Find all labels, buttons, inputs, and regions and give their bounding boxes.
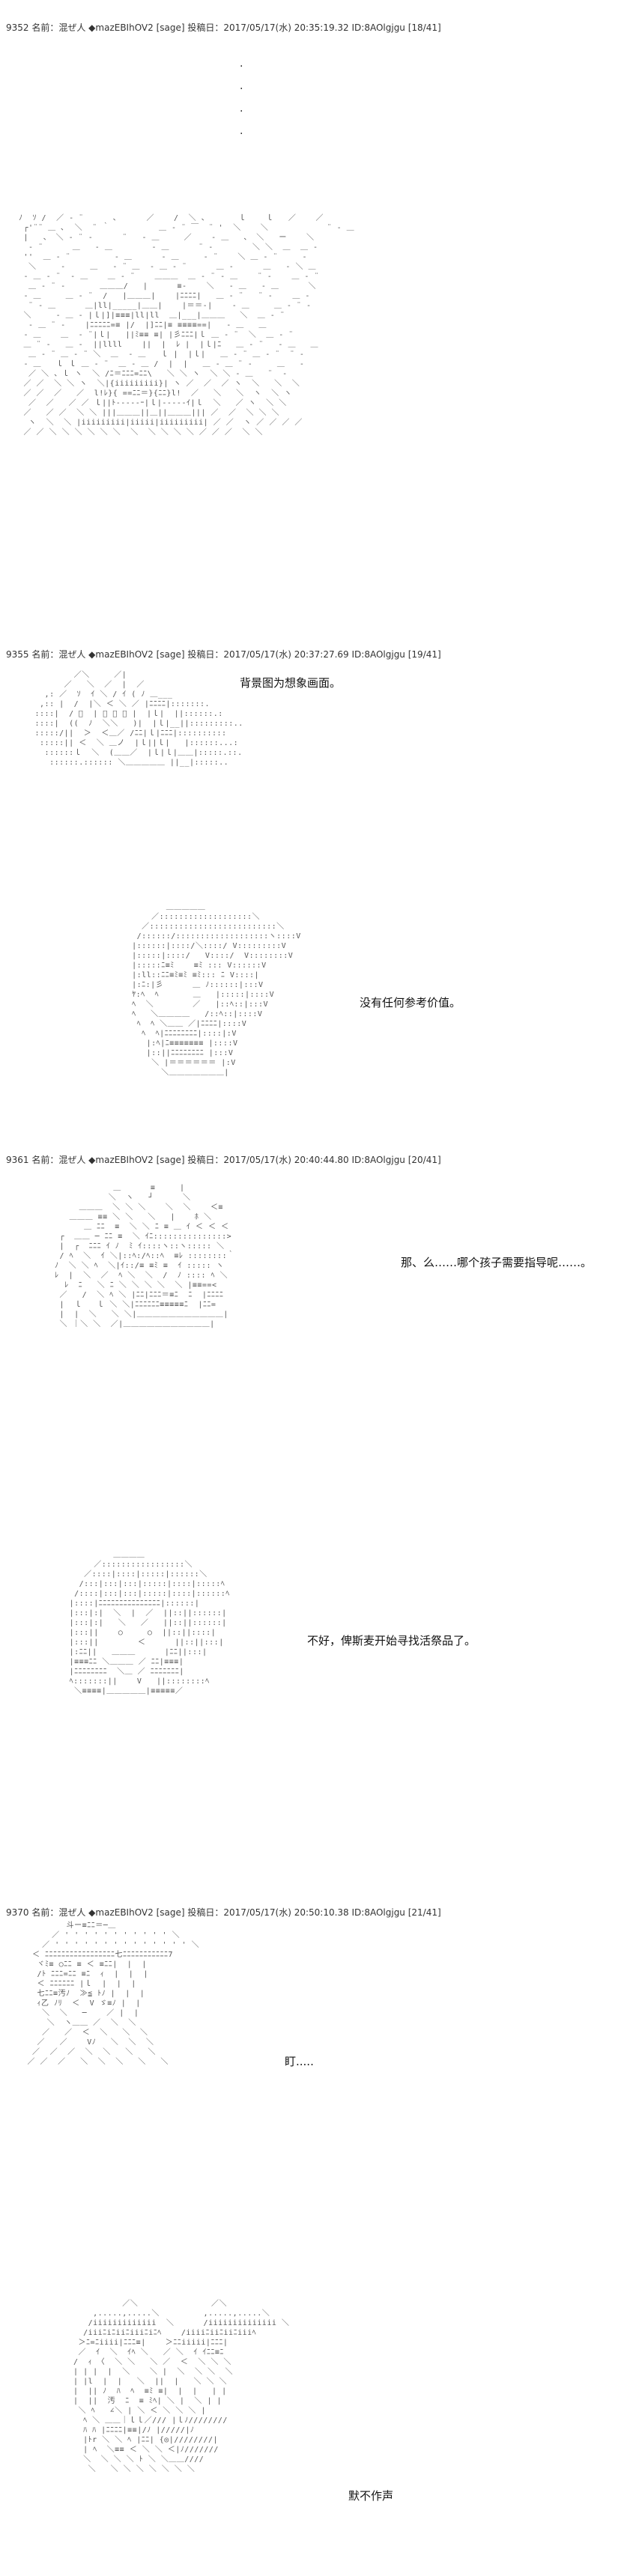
post-9370: 9370 名前：混ぜ人 ◆mazEBIhOV2 [sage] 投稿日：2017/… [0, 1906, 639, 2576]
caption-background: 背景图为想象画面。 [240, 676, 342, 690]
ascii-art-two-girls: ／＼ ／＼ ,.....,.....＼ ,.....,.....＼ /iiiii… [73, 2300, 290, 2473]
post-9352: 9352 名前：混ぜ人 ◆mazEBIhOV2 [sage] 投稿日：2017/… [0, 0, 639, 449]
ascii-art-stare: 斗ー≡ﾆﾆ＝─＿ ／ ' ' ' ' ' ' ' ' ' ' ' ＼ ／ ' '… [27, 1922, 200, 2066]
ascii-art-bismarck: ＿＿＿＿＿ ／:::::::::::::::::::＼ ／:::::::::::… [132, 903, 301, 1077]
caption-stare: 盯..... [285, 2055, 314, 2068]
post-9355: 9355 名前：混ぜ人 ◆mazEBIhOV2 [sage] 投稿日：2017/… [0, 648, 639, 1149]
caption-no-reference: 没有任何参考价值。 [360, 996, 461, 1009]
ascii-art-landscape: ﾉ ｿ / ／ ‐ ¨ ､ ／ / ＼ 、 ｌ ｌ ／ ／ ┌'¨¨ ＿ ､ ＼… [19, 214, 355, 437]
post-header: 9361 名前：混ぜ人 ◆mazEBIhOV2 [sage] 投稿日：2017/… [6, 1155, 441, 1165]
post-9361: 9361 名前：混ぜ人 ◆mazEBIhOV2 [sage] 投稿日：2017/… [0, 1153, 639, 1902]
ellipsis-dots: . . . . [240, 58, 243, 137]
post-header: 9370 名前：混ぜ人 ◆mazEBIhOV2 [sage] 投稿日：2017/… [6, 1907, 441, 1918]
ascii-art-building: ／＼ ／| ／ ＼ ／ | ／ ,: ／ ｿ ｲ ＼ / ｲ ( ﾉ ＿___ … [34, 671, 243, 767]
caption-which-child: 那、么……哪个孩子需要指导呢……。 [401, 1256, 593, 1269]
post-header: 9355 名前：混ぜ人 ◆mazEBIhOV2 [sage] 投稿日：2017/… [6, 649, 441, 660]
caption-silent: 默不作声 [348, 2489, 394, 2503]
ascii-art-scene: ＿ ≡ | ＼ ヽ ┘ ＼ ＿＿＿ ＼ ＼ ＼ ＼ ＼ ＜≡ ＿＿＿ ≡≡ ＼ … [55, 1184, 235, 1328]
post-header: 9352 名前：混ぜ人 ◆mazEBIhOV2 [sage] 投稿日：2017/… [6, 22, 441, 33]
caption-sacrifice: 不好，俾斯麦开始寻找活祭品了。 [307, 1634, 476, 1647]
ascii-art-girl-hat: ＿＿＿＿ ／:::::::::::::::::＼ ／::::|::::|::::… [69, 1551, 230, 1695]
